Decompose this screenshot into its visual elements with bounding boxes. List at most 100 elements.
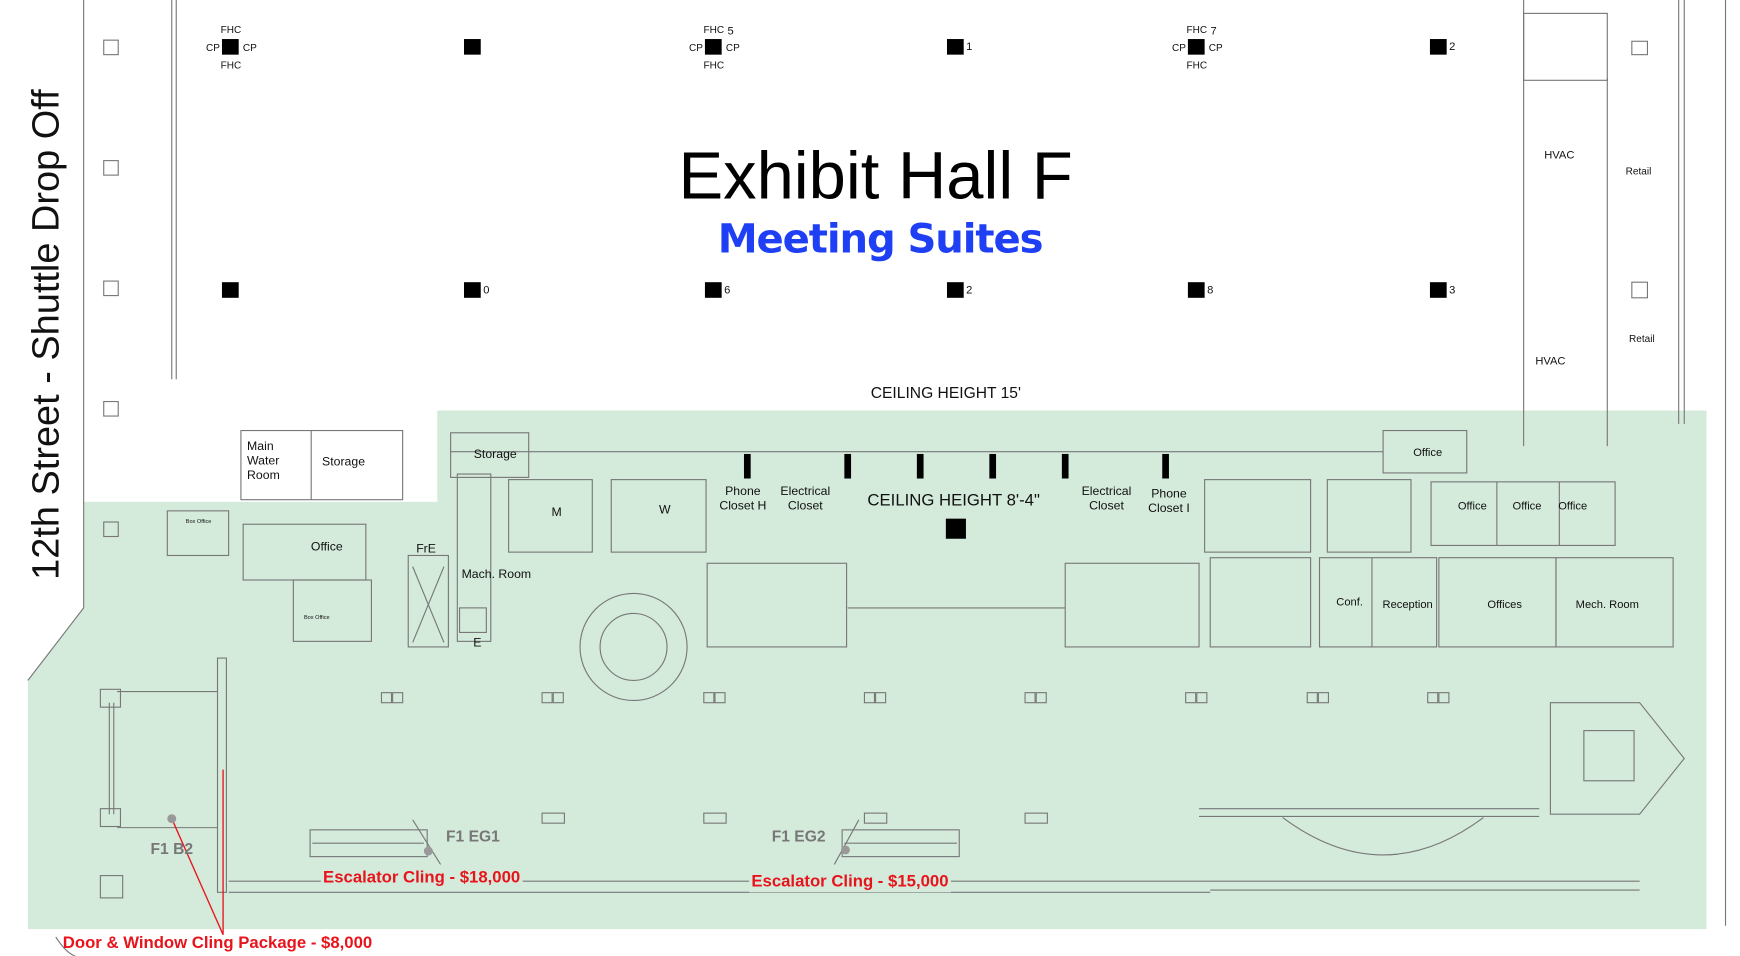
room-office-r3: Office bbox=[1558, 500, 1588, 514]
room-retail-1: Retail bbox=[1625, 165, 1652, 177]
pillar bbox=[1185, 692, 1197, 704]
cp-tag: CP bbox=[689, 41, 703, 54]
cp-tag: CP bbox=[206, 41, 221, 54]
column-number: 8 bbox=[1207, 284, 1214, 297]
leader-lines bbox=[171, 769, 224, 935]
room-mech: Mech. Room bbox=[1575, 598, 1639, 612]
hall-title: Exhibit Hall F bbox=[678, 138, 1073, 214]
column-number: 5 bbox=[727, 25, 734, 38]
column-number: 2 bbox=[966, 284, 973, 297]
column bbox=[704, 39, 722, 55]
sponsorship-escalator-2[interactable]: Escalator Cling - $15,000 bbox=[749, 872, 951, 893]
pillar bbox=[1035, 692, 1047, 704]
hall-subtitle: Meeting Suites bbox=[717, 216, 1044, 263]
pillar bbox=[1196, 692, 1208, 704]
zone-f1-eg1: F1 EG1 bbox=[446, 827, 500, 846]
pillar bbox=[1024, 812, 1048, 824]
fhc-tag: FHC bbox=[1186, 59, 1208, 71]
pillar bbox=[1427, 692, 1439, 704]
fhc-tag: FHC bbox=[703, 24, 725, 36]
column bbox=[743, 453, 751, 479]
walls bbox=[27, 0, 1727, 956]
column-number: 2 bbox=[1449, 41, 1456, 54]
fhc-tag: FHC bbox=[220, 24, 242, 36]
pillars bbox=[99, 39, 1649, 828]
room-retail-2: Retail bbox=[1629, 333, 1655, 345]
column bbox=[1061, 453, 1069, 479]
sponsorship-zone bbox=[27, 410, 1707, 930]
room-office-r2: Office bbox=[1512, 500, 1542, 514]
room-phone-closet-i: Phone Closet I bbox=[1148, 487, 1190, 516]
room-conf: Conf. bbox=[1336, 596, 1363, 610]
column bbox=[704, 282, 722, 298]
pillar bbox=[703, 692, 715, 704]
room-office-top-right: Office bbox=[1413, 447, 1443, 460]
room-e: E bbox=[473, 636, 482, 650]
pillar bbox=[863, 812, 888, 824]
room-phone-closet-h: Phone Closet H bbox=[719, 484, 767, 514]
column-number: 6 bbox=[724, 284, 731, 297]
cp-tag: CP bbox=[242, 41, 257, 54]
ceiling-height-upper: CEILING HEIGHT 15' bbox=[870, 383, 1021, 402]
column-number: 1 bbox=[966, 41, 973, 54]
cp-tag: CP bbox=[1171, 41, 1186, 54]
column bbox=[1429, 282, 1447, 298]
column-number: 3 bbox=[1449, 284, 1456, 297]
markers bbox=[167, 814, 850, 856]
column bbox=[989, 453, 997, 479]
sponsorship-door-window[interactable]: Door & Window Cling Package - $8,000 bbox=[62, 933, 373, 953]
street-label: 12th Street - Shuttle Drop Off bbox=[25, 89, 68, 580]
pillar bbox=[1024, 692, 1036, 704]
column bbox=[221, 39, 239, 55]
column bbox=[946, 39, 964, 55]
room-office-r1: Office bbox=[1457, 500, 1487, 514]
column bbox=[844, 453, 852, 479]
fhc-tag: FHC bbox=[703, 59, 725, 71]
room-reception: Reception bbox=[1382, 598, 1433, 612]
room-storage-1: Storage bbox=[322, 455, 366, 469]
zone-f1-b2: F1 B2 bbox=[150, 839, 194, 858]
column bbox=[1429, 39, 1447, 55]
room-fre: FrE bbox=[416, 542, 436, 556]
room-offices: Offices bbox=[1487, 598, 1522, 612]
pillar bbox=[1317, 692, 1329, 704]
column-number: 7 bbox=[1210, 25, 1217, 38]
column-number: 0 bbox=[483, 284, 490, 297]
column bbox=[946, 282, 964, 298]
pillar bbox=[1438, 692, 1450, 704]
room-mach: Mach. Room bbox=[461, 568, 532, 582]
column bbox=[464, 39, 481, 55]
column bbox=[1162, 453, 1169, 479]
restroom-w: W bbox=[658, 503, 671, 517]
column bbox=[916, 453, 924, 479]
pillar bbox=[714, 692, 726, 704]
pillar bbox=[380, 692, 393, 704]
room-box-office-2: Box Office bbox=[303, 614, 330, 622]
room-storage-2: Storage bbox=[473, 447, 517, 462]
column bbox=[464, 282, 481, 298]
pillar bbox=[875, 692, 887, 704]
room-electrical-left: Electrical Closet bbox=[780, 484, 831, 514]
restroom-m: M bbox=[551, 505, 562, 520]
pillar bbox=[552, 692, 564, 704]
pillar bbox=[541, 812, 565, 824]
zone-f1-eg2: F1 EG2 bbox=[771, 827, 826, 846]
room-main-water: Main Water Room bbox=[247, 439, 280, 483]
sponsorship-escalator-1[interactable]: Escalator Cling - $18,000 bbox=[320, 867, 523, 888]
room-office-left: Office bbox=[310, 540, 343, 554]
columns bbox=[221, 39, 1447, 539]
pillar bbox=[392, 692, 404, 704]
column bbox=[1187, 39, 1205, 55]
column bbox=[221, 282, 239, 298]
pillar bbox=[703, 812, 727, 824]
pillar bbox=[863, 692, 876, 704]
fhc-tag: FHC bbox=[220, 59, 242, 71]
room-electrical-right: Electrical Closet bbox=[1081, 484, 1132, 514]
cp-tag: CP bbox=[1208, 41, 1223, 54]
fhc-tag: FHC bbox=[1186, 24, 1208, 36]
room-hvac-2: HVAC bbox=[1535, 355, 1566, 369]
column bbox=[1187, 282, 1205, 298]
pillar bbox=[541, 692, 553, 704]
